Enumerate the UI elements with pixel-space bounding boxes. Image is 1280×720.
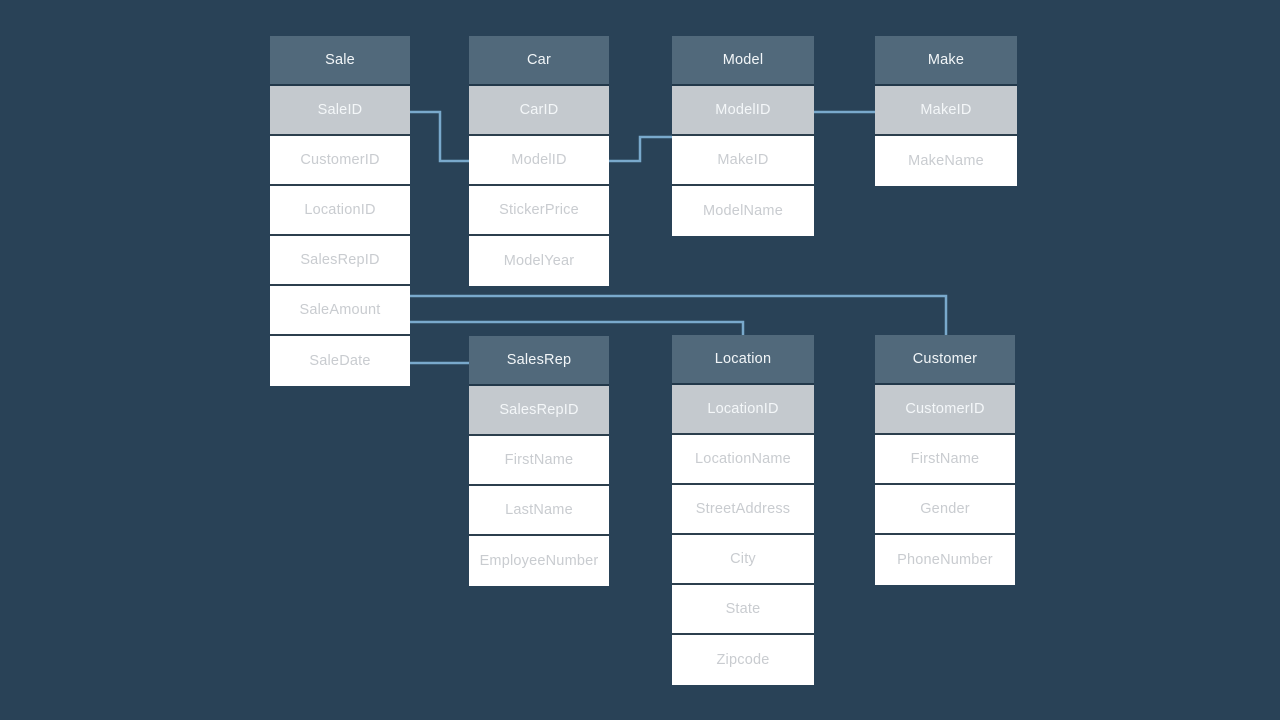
field-row-salesrep-lastname[interactable]: LastName — [469, 486, 609, 536]
field-row-location-locationid[interactable]: LocationID — [672, 385, 814, 435]
field-row-location-locationname[interactable]: LocationName — [672, 435, 814, 485]
field-row-salesrep-salesrepid[interactable]: SalesRepID — [469, 386, 609, 436]
relationship-line-sale-car — [410, 110, 469, 163]
field-row-customer-firstname[interactable]: FirstName — [875, 435, 1015, 485]
field-row-sale-customerid[interactable]: CustomerID — [270, 136, 410, 186]
relationship-line-car-model — [609, 135, 672, 163]
field-row-model-modelname[interactable]: ModelName — [672, 186, 814, 236]
field-row-model-makeid[interactable]: MakeID — [672, 136, 814, 186]
field-row-salesrep-employeenumber[interactable]: EmployeeNumber — [469, 536, 609, 586]
field-row-customer-customerid[interactable]: CustomerID — [875, 385, 1015, 435]
field-row-sale-salesrepid[interactable]: SalesRepID — [270, 236, 410, 286]
field-row-sale-saledate[interactable]: SaleDate — [270, 336, 410, 386]
field-row-car-carid[interactable]: CarID — [469, 86, 609, 136]
field-row-sale-saleamount[interactable]: SaleAmount — [270, 286, 410, 336]
field-row-location-zipcode[interactable]: Zipcode — [672, 635, 814, 685]
entity-title-sale: Sale — [270, 36, 410, 86]
field-row-model-modelid[interactable]: ModelID — [672, 86, 814, 136]
field-row-customer-phonenumber[interactable]: PhoneNumber — [875, 535, 1015, 585]
field-row-car-modelid[interactable]: ModelID — [469, 136, 609, 186]
field-row-sale-saleid[interactable]: SaleID — [270, 86, 410, 136]
field-row-car-stickerprice[interactable]: StickerPrice — [469, 186, 609, 236]
field-row-location-streetaddress[interactable]: StreetAddress — [672, 485, 814, 535]
entity-title-model: Model — [672, 36, 814, 86]
field-row-location-city[interactable]: City — [672, 535, 814, 585]
entity-title-salesrep: SalesRep — [469, 336, 609, 386]
field-row-salesrep-firstname[interactable]: FirstName — [469, 436, 609, 486]
entity-title-customer: Customer — [875, 335, 1015, 385]
field-row-make-makename[interactable]: MakeName — [875, 136, 1017, 186]
field-row-make-makeid[interactable]: MakeID — [875, 86, 1017, 136]
field-row-location-state[interactable]: State — [672, 585, 814, 635]
entity-title-car: Car — [469, 36, 609, 86]
entity-title-location: Location — [672, 335, 814, 385]
relationship-line-sale-location — [410, 320, 745, 335]
entity-title-make: Make — [875, 36, 1017, 86]
field-row-customer-gender[interactable]: Gender — [875, 485, 1015, 535]
field-row-car-modelyear[interactable]: ModelYear — [469, 236, 609, 286]
relationship-line-sale-customer — [410, 294, 948, 335]
field-row-sale-locationid[interactable]: LocationID — [270, 186, 410, 236]
